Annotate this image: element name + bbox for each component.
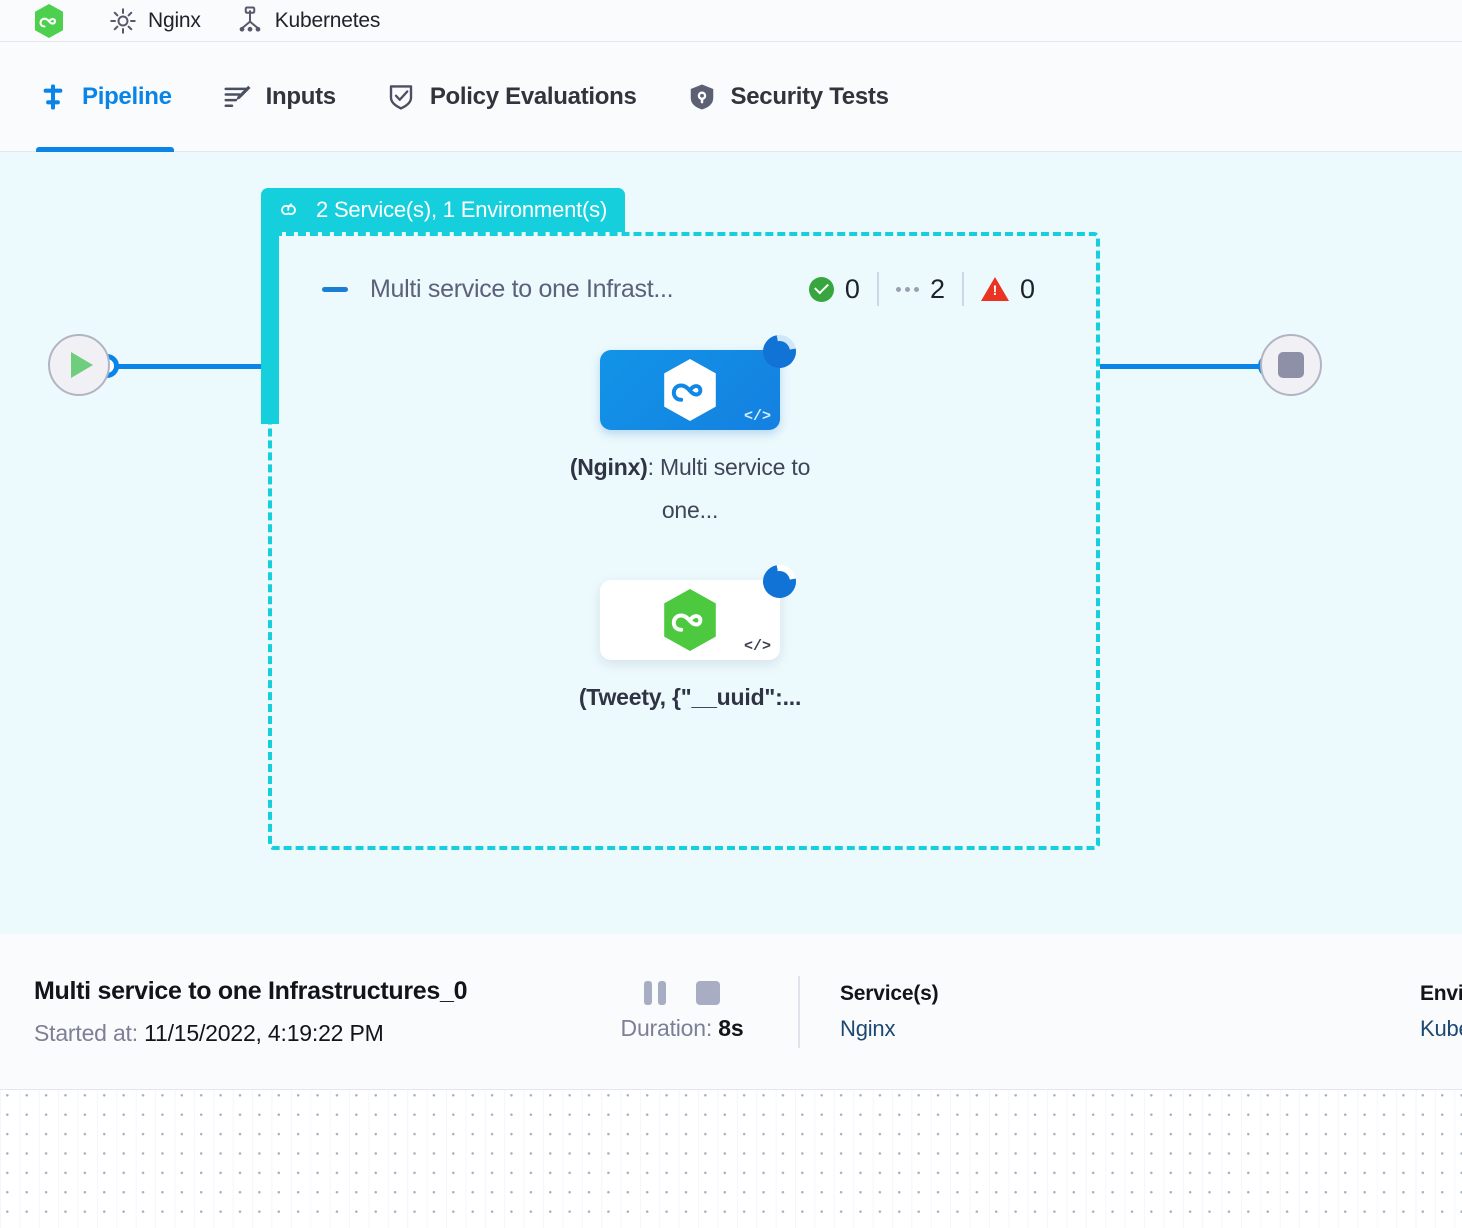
stage-group-header-label: 2 Service(s), 1 Environment(s) [316,197,608,222]
end-node[interactable] [1260,334,1322,396]
count-running-value: 2 [929,273,945,304]
stage-title: Multi service to one Infrast... [370,274,674,303]
detail-left: Multi service to one Infrastructures_0 S… [0,977,566,1047]
connector-group-to-end [1100,364,1280,369]
inputs-icon [224,85,251,107]
services-heading: Service(s) [840,981,939,1005]
detail-column-environments: Envi Kube [1380,982,1462,1042]
status-counts: 0 2 0 [792,272,1052,306]
duration-value: 8s [718,1015,744,1041]
count-success: 0 [792,272,877,306]
environment-link-kubernetes[interactable]: Kube [1420,1015,1462,1041]
stop-square-icon [1278,352,1304,378]
policy-shield-check-icon [389,84,413,110]
stage-group-left-bar [261,228,279,424]
breadcrumb-label-kubernetes: Kubernetes [274,8,381,32]
execution-title: Multi service to one Infrastructures_0 [34,976,468,1005]
stage-group-header[interactable]: 2 Service(s), 1 Environment(s) [261,188,626,232]
start-node[interactable] [48,334,110,396]
code-brackets-icon: </> [743,638,771,655]
canvas-dot-grid [0,1090,1462,1228]
tab-policy-evaluations[interactable]: Policy Evaluations [384,42,639,152]
tab-label-pipeline: Pipeline [82,82,172,110]
warning-triangle-icon [980,277,1009,301]
tab-pipeline[interactable]: Pipeline [36,42,174,152]
breadcrumb-label-nginx: Nginx [148,8,201,32]
service-link-nginx[interactable]: Nginx [840,1015,896,1041]
pause-button[interactable] [644,981,666,1005]
pipeline-icon [43,84,63,109]
code-brackets-icon: </> [743,408,771,425]
execution-duration: Duration: 8s [621,1015,744,1042]
stage-title-row: Multi service to one Infrast... 0 2 0 [322,272,1052,306]
environments-heading: Envi [1420,981,1462,1005]
collapse-dash-icon[interactable] [322,286,348,292]
running-dots-icon [895,286,919,292]
stage-group-box [268,232,1100,850]
harness-hexagon-logo [35,3,63,38]
pipeline-canvas[interactable]: 2 Service(s), 1 Environment(s) Multi ser… [0,152,1462,934]
tab-security-tests[interactable]: Security Tests [685,42,891,152]
duration-label: Duration: [620,1015,713,1041]
tab-label-policy-evaluations: Policy Evaluations [429,82,637,110]
tab-bar: Pipeline Inputs Policy Evaluations [0,42,1462,152]
connector-start-to-group [110,364,270,369]
execution-detail-panel: Multi service to one Infrastructures_0 S… [0,934,1462,1090]
tab-label-security-tests: Security Tests [730,82,889,110]
execution-started: Started at: 11/15/2022, 4:19:22 PM [34,1020,566,1047]
breadcrumb-item-nginx[interactable]: Nginx [108,4,201,38]
count-warning: 0 [961,272,1052,306]
service-node-label-bold-tweety: (Tweety, {"__uuid":... [578,684,802,710]
count-running: 2 [876,272,962,306]
service-node-nginx[interactable]: </> (Nginx): Multi service to one... [570,328,820,531]
security-shield-icon [690,84,713,109]
service-node-label-nginx: (Nginx): Multi service to one... [560,446,820,531]
service-node-tweety[interactable]: </> (Tweety, {"__uuid":... [579,558,820,719]
tab-inputs[interactable]: Inputs [220,42,338,152]
started-at-label: Started at: [34,1019,138,1046]
service-node-card-nginx[interactable]: </> [600,328,803,430]
started-at-value: 11/15/2022, 4:19:22 PM [144,1019,384,1046]
play-icon [71,352,93,378]
gear-icon [110,7,136,34]
tab-label-inputs: Inputs [265,82,337,110]
count-warning-value: 0 [1019,273,1035,304]
service-node-label-tweety: (Tweety, {"__uuid":... [560,676,820,719]
count-success-value: 0 [844,273,860,304]
harness-hexagon-blue-icon [664,358,716,422]
kubernetes-icon [239,6,261,32]
breadcrumb-item-logo[interactable] [34,3,74,38]
control-buttons [644,981,720,1005]
service-node-label-rest-nginx: : Multi service to one... [647,454,811,523]
stop-button[interactable] [696,981,720,1005]
harness-hexagon-green-icon [664,588,716,652]
breadcrumb-item-kubernetes[interactable]: Kubernetes [235,4,380,38]
service-node-card-tweety[interactable]: </> [600,558,803,660]
success-check-icon [808,276,834,302]
execution-controls: Duration: 8s [566,981,798,1042]
loop-repeat-icon [281,203,296,216]
detail-column-services: Service(s) Nginx [800,981,939,1042]
detail-separator-1 [798,975,800,1048]
breadcrumb: Nginx Kubernetes [0,0,1462,42]
service-node-label-bold-nginx: (Nginx) [569,454,648,480]
